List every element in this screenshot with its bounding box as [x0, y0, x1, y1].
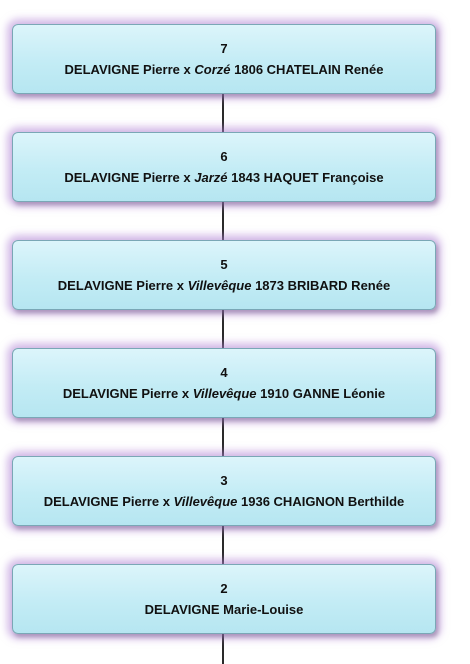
generation-number: 6	[220, 149, 228, 164]
ancestor-box: 2 DELAVIGNE Marie-Louise	[12, 564, 436, 634]
wife-name: BRIBARD Renée	[287, 278, 391, 293]
marriage-place: Villevêque	[187, 278, 252, 293]
marriage-symbol: x	[183, 62, 191, 77]
connector	[222, 88, 224, 136]
marriage-place: Corzé	[194, 62, 231, 77]
connector	[222, 412, 224, 460]
connector	[222, 196, 224, 244]
ancestor-box: 5 DELAVIGNE Pierre x Villevêque 1873 BRI…	[12, 240, 436, 310]
marriage-symbol: x	[181, 386, 190, 401]
husband-name: DELAVIGNE Pierre	[64, 170, 180, 185]
generation-number: 2	[220, 581, 228, 596]
ancestor-box: 6 DELAVIGNE Pierre x Jarzé 1843 HAQUET F…	[12, 132, 436, 202]
ancestor-box: 4 DELAVIGNE Pierre x Villevêque 1910 GAN…	[12, 348, 436, 418]
marriage-place: Villevêque	[192, 386, 257, 401]
wife-name: CHAIGNON Berthilde	[273, 494, 405, 509]
ancestor-box: 3 DELAVIGNE Pierre x Villevêque 1936 CHA…	[12, 456, 436, 526]
wife-name: GANNE Léonie	[292, 386, 386, 401]
marriage-symbol: x	[176, 278, 184, 293]
marriage-year: 1806	[234, 62, 264, 77]
husband-name: DELAVIGNE Pierre	[62, 386, 179, 401]
couple-line: DELAVIGNE Pierre x Villevêque 1910 GANNE…	[63, 383, 385, 404]
marriage-year: 1910	[260, 386, 290, 401]
wife-name: CHATELAIN Renée	[266, 62, 384, 77]
generation-number: 3	[220, 473, 228, 488]
husband-name: DELAVIGNE Pierre	[43, 494, 160, 509]
marriage-year: 1936	[241, 494, 270, 509]
wife-name: HAQUET Françoise	[263, 170, 384, 185]
couple-line: DELAVIGNE Pierre x Corzé 1806 CHATELAIN …	[65, 59, 384, 80]
couple-line: DELAVIGNE Pierre x Villevêque 1936 CHAIG…	[44, 491, 405, 512]
ancestor-box: 7 DELAVIGNE Pierre x Corzé 1806 CHATELAI…	[12, 24, 436, 94]
connector	[222, 628, 224, 664]
marriage-year: 1873	[255, 278, 284, 293]
person-name: DELAVIGNE Marie-Louise	[144, 602, 304, 617]
marriage-symbol: x	[183, 170, 191, 185]
generation-number: 7	[220, 41, 228, 56]
husband-name: DELAVIGNE Pierre	[57, 278, 174, 293]
person-line: DELAVIGNE Marie-Louise	[145, 599, 304, 620]
connector	[222, 520, 224, 568]
generation-number: 5	[220, 257, 228, 272]
marriage-place: Villevêque	[173, 494, 238, 509]
husband-name: DELAVIGNE Pierre	[64, 62, 180, 77]
marriage-symbol: x	[162, 494, 170, 509]
marriage-place: Jarzé	[194, 170, 228, 185]
marriage-year: 1843	[231, 170, 261, 185]
couple-line: DELAVIGNE Pierre x Villevêque 1873 BRIBA…	[58, 275, 390, 296]
connector	[222, 304, 224, 352]
generation-number: 4	[220, 365, 228, 380]
couple-line: DELAVIGNE Pierre x Jarzé 1843 HAQUET Fra…	[64, 167, 383, 188]
